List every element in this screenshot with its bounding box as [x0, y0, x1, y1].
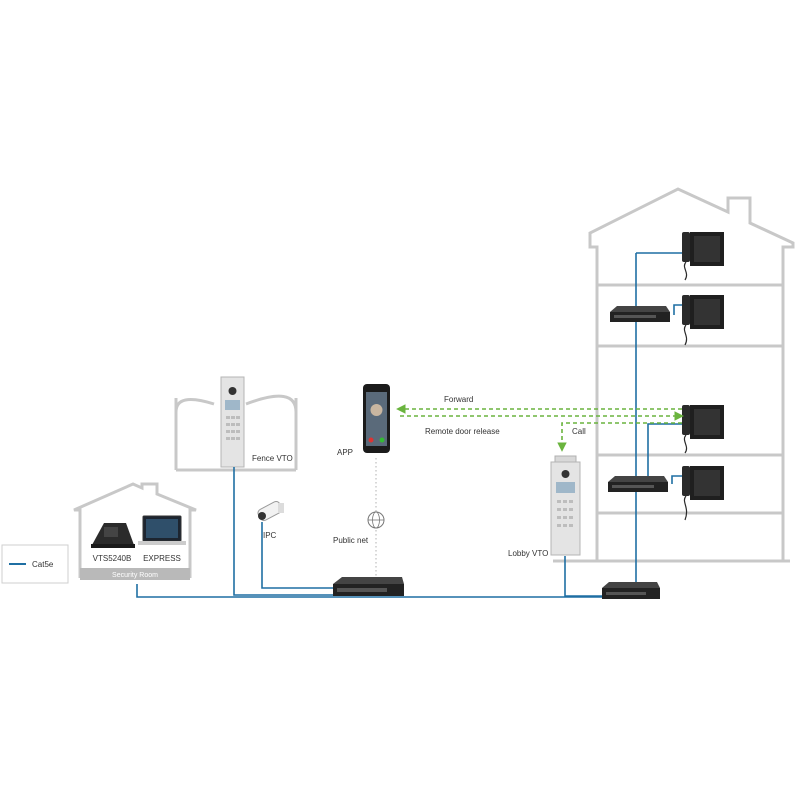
building-switch [602, 582, 660, 599]
cat5e-cables [136, 252, 688, 598]
forward-label: Forward [444, 395, 473, 404]
indoor-monitor-1 [682, 232, 724, 281]
ipc-label: IPC [263, 531, 277, 540]
cable-monitor-3 [647, 423, 688, 484]
building-outline [588, 187, 795, 560]
desk-station-screen [104, 527, 118, 537]
lobby-vto-panel [550, 455, 581, 556]
phone-face [370, 404, 383, 416]
desk-station-base [91, 544, 135, 548]
call-arrow [557, 422, 682, 452]
security-room: Security Room VTS5240B EXPRESS [73, 482, 197, 580]
indoor-monitor-2 [682, 295, 724, 346]
globe-icon [367, 511, 385, 529]
apartment-building [553, 187, 795, 563]
fence: Fence VTO [174, 376, 298, 472]
laptop-display [146, 519, 178, 538]
fence-right-arch [245, 394, 298, 470]
security-room-banner [80, 568, 190, 580]
vts5240b-device [91, 523, 135, 548]
remote-release-label: Remote door release [425, 427, 500, 436]
ipc-camera-icon [257, 500, 284, 522]
legend: Cat5e [1, 544, 69, 584]
cable-security-to-switch [136, 584, 610, 598]
fence-vto-display [225, 400, 240, 410]
fence-vto-keypad [226, 416, 240, 440]
indoor-monitor-4 [682, 466, 724, 521]
fence-vto-camera [228, 387, 237, 395]
vts5240b-label: VTS5240B [93, 554, 132, 563]
express-label: EXPRESS [143, 554, 181, 563]
express-laptop-icon [138, 515, 186, 545]
legend-label: Cat5e [32, 560, 54, 569]
public-net-label: Public net [333, 536, 369, 545]
cable-ipc [261, 522, 335, 589]
cable-lobby-vto [564, 556, 610, 597]
cable-fence-vto [233, 467, 335, 596]
phone-decline-button [368, 437, 374, 443]
floor-switch-lower [608, 476, 668, 492]
smartphone-icon [363, 384, 390, 453]
security-room-title: Security Room [112, 572, 158, 579]
indoor-monitor-3 [682, 405, 724, 454]
floor-switch-upper [610, 306, 670, 322]
fence-vto-panel [220, 376, 245, 468]
laptop-keyboard [138, 541, 186, 545]
signal-flows [396, 404, 684, 452]
security-room-outline [73, 482, 197, 578]
fence-vto-label: Fence VTO [252, 454, 293, 463]
phone-accept-button [379, 437, 385, 443]
fence-left-arch [174, 398, 215, 470]
core-switch [333, 577, 404, 596]
call-label: Call [572, 427, 586, 436]
app-label: APP [337, 448, 353, 457]
fence-vto-body [220, 376, 245, 468]
phone-screen [366, 392, 387, 446]
lobby-vto-label: Lobby VTO [508, 549, 548, 558]
